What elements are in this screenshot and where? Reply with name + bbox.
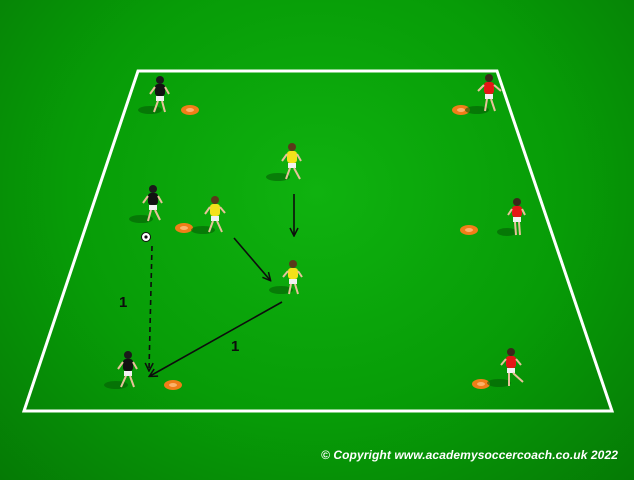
red-player-top-right (465, 74, 502, 114)
field-boundary (21, 69, 615, 413)
red-player-bottom-right (487, 348, 524, 387)
yellow-player-left (191, 196, 226, 234)
ball (141, 232, 151, 242)
black-player-with-ball (129, 185, 163, 223)
pass-arrow-to-bottom-left (150, 301, 283, 376)
cone-top-left (181, 105, 199, 115)
cone-bottom-right (472, 379, 490, 389)
sequence-label-pass: 1 (119, 294, 128, 311)
cones (164, 105, 490, 390)
players (104, 74, 526, 389)
yellow-player-top (266, 143, 302, 181)
cone-top-right (452, 105, 470, 115)
arrows (149, 194, 294, 376)
black-player-top-left (138, 76, 170, 114)
cone-middle-right (460, 225, 478, 235)
black-player-bottom-left (104, 351, 138, 389)
cone-bottom-left (164, 380, 182, 390)
sequence-label-run: 1 (231, 338, 240, 355)
cone-middle-left (175, 223, 193, 233)
red-player-middle-right (497, 198, 526, 236)
run-arrow-yellow-left (233, 237, 270, 280)
copyright-text: © Copyright www.academysoccercoach.co.uk… (320, 448, 618, 462)
dashed-pass-arrow (149, 245, 152, 370)
yellow-player-center (269, 260, 303, 295)
